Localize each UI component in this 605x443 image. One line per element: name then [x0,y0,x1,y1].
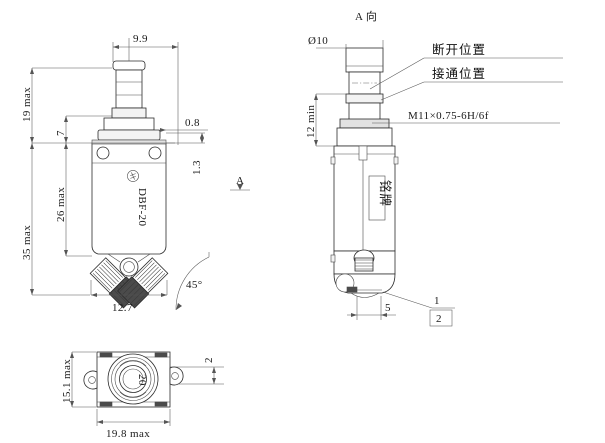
dimension-base-width: 5 [347,296,396,320]
dimension-terminal-span: 12.7 [90,280,168,314]
dim-45deg-label: 45° [186,279,203,291]
dim-1-3-label: 1.3 [191,160,203,175]
view-arrow-a: A [230,175,250,191]
callout-closed-position-label: 接通位置 [432,66,486,81]
a-view-nameplate: 铭牌 [368,175,393,221]
dimension-tab-2: 2 [170,357,224,385]
bottom-plan-view: 20 15.1 max 19.8 max 2 [61,351,224,440]
dimension-terminal-angle: 45° [175,252,210,311]
thread-spec-label: M11×0.75-6H/6f [408,110,489,122]
dim-12min-label: 12 min [305,105,317,138]
dim-5-label: 5 [385,302,391,314]
dimension-step-small: 0.8 [158,117,208,132]
bottom-view-center-mark: 20 [136,374,148,386]
dim-2-label: 2 [203,357,215,363]
dimension-plan-height: 15.1 max [61,351,96,408]
a-view: A 向 铭牌 [305,9,563,327]
dim-15-1max-label: 15.1 max [61,359,73,403]
center-boss [107,253,151,277]
a-view-bottom-terminal [330,249,396,298]
item-callout-group: 1 2 [382,291,455,327]
a-view-thread-bushing [336,118,393,147]
product-mark-label: DBF-20 [136,188,148,227]
dim-7-label: 7 [55,130,67,136]
dimension-upper-height: 19 max [21,67,175,144]
callout-open-position-label: 断开位置 [432,42,486,57]
a-view-plunger [345,47,384,122]
thread-spec-callout: M11×0.75-6H/6f [372,110,560,124]
dim-26max-label: 26 max [55,187,67,222]
dim-12-7-label: 12.7 [112,302,133,314]
callout-open-position: 断开位置 [369,42,563,90]
dim-9-9-label: 9.9 [133,33,148,45]
dimension-total-height: 35 max [21,143,90,296]
dimension-thread-length: 12 min [305,93,349,147]
a-view-nameplate-text: 铭牌 [378,180,393,207]
dim-diameter-label: Ø10 [308,35,328,47]
terminal-right [117,257,169,309]
dim-35max-label: 35 max [21,225,33,260]
dimension-flange-height: 7 [55,115,112,143]
front-elevation-view: DBF-20 [21,33,250,314]
bottom-view-plunger-rings [107,353,159,405]
dimension-plan-width: 19.8 max [96,409,171,440]
item-number-1-label: 1 [434,295,440,307]
dim-19-8max-label: 19.8 max [106,428,150,440]
view-arrow-a-label: A [236,175,244,187]
mounting-flange [97,117,161,141]
callout-closed-position: 接通位置 [380,66,563,101]
dimension-tab-thickness: 1.3 [166,132,205,175]
dimension-body-height: 26 max [55,143,92,257]
dim-19max-label: 19 max [21,87,33,122]
body-nameplate: DBF-20 [127,170,148,227]
item-number-2-label: 2 [436,313,442,325]
a-view-title: A 向 [355,9,377,23]
dimension-top-width: 9.9 [112,33,179,145]
dim-0-8-label: 0.8 [185,117,200,129]
dimension-diameter-10: Ø10 [308,35,384,52]
breaker-body [91,139,167,255]
bottom-view-mount-ears [83,366,184,390]
